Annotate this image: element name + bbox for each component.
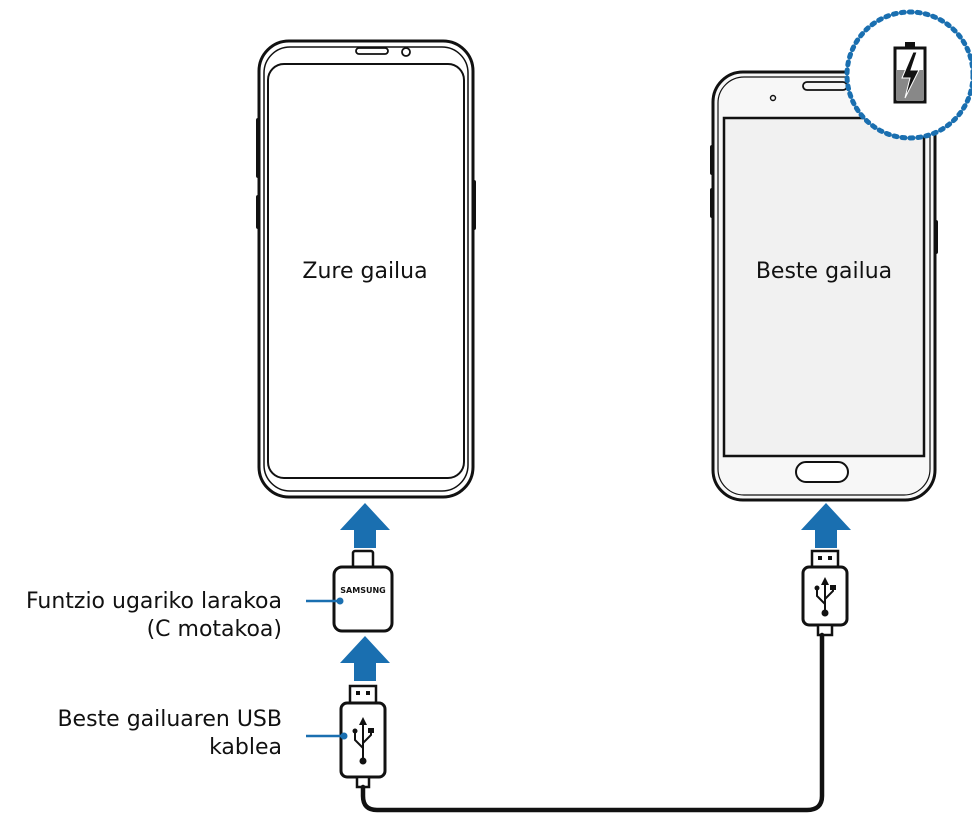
right-phone-inner-rim [717,76,931,496]
cable-label-line2: kablea [209,735,282,760]
left-phone: Zure gailua [256,39,476,499]
right-phone-screen [722,116,926,458]
right-phone: Beste gailua [710,70,938,502]
battery-charging-icon [893,42,927,104]
arrow-up-icon [340,503,390,548]
left-phone-screen [267,63,465,479]
cable-label-line1: Beste gailuaren USB [57,707,282,732]
left-phone-inner-rim [263,46,469,492]
charging-badge [844,9,972,141]
arrow-up-icon [340,636,390,681]
right-phone-camera [769,94,777,102]
usb-icon [352,717,374,765]
connector-label-line1: Funtzio ugariko larakoa [26,589,282,614]
otg-connector-brand: SAMSUNG [340,586,385,595]
connector-label-line2: (C motakoa) [147,617,282,642]
left-phone-speaker [355,47,389,55]
right-device-label: Beste gailua [756,259,892,284]
right-phone-home-button [795,461,849,483]
left-device-label: Zure gailua [302,259,427,284]
otg-connector-body [332,565,394,633]
usb-cable [360,632,825,813]
arrow-up-icon [801,503,851,548]
otg-connector: SAMSUNG [332,549,394,633]
left-phone-camera [401,47,411,57]
connector-callout-dot [336,597,344,605]
cable-callout-dot [340,732,348,740]
usb-icon [814,577,836,617]
right-usb-plug [801,549,849,637]
left-usb-plug [339,684,387,789]
